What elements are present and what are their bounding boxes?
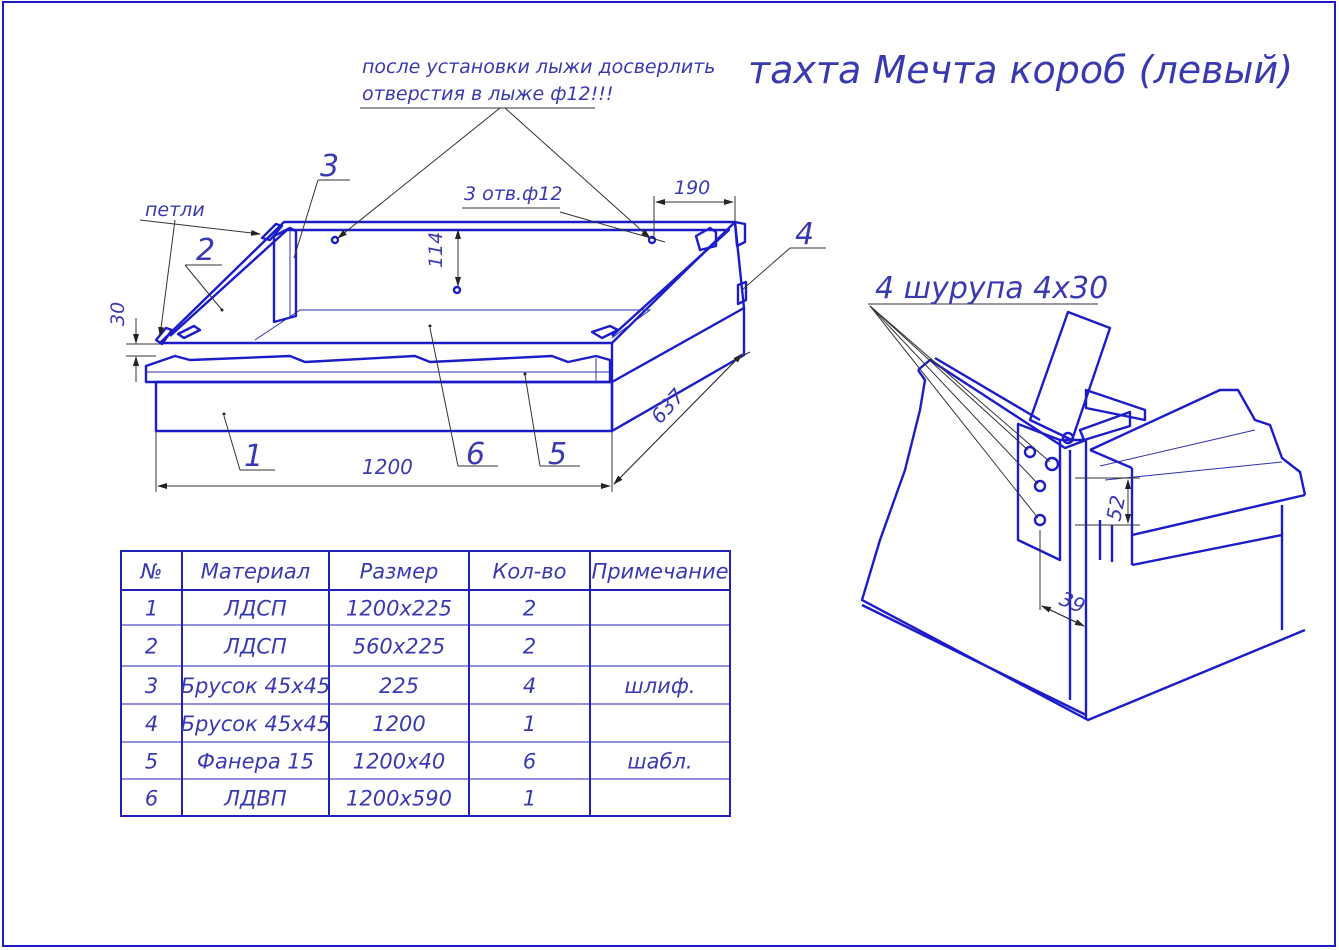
right-side-board bbox=[610, 306, 746, 433]
table-cell: 1 bbox=[523, 787, 536, 811]
dim-190: 190 bbox=[674, 177, 710, 199]
table-header-cell: № bbox=[140, 560, 163, 584]
table-cell: 560х225 bbox=[353, 635, 446, 659]
side-block-top bbox=[733, 220, 747, 248]
table-cell: ЛДСП bbox=[223, 635, 287, 659]
box-inner-rim bbox=[169, 228, 731, 337]
corner-post-back bbox=[272, 226, 298, 324]
table-cell: шабл. bbox=[627, 750, 692, 774]
table-border bbox=[120, 550, 731, 817]
dim-1200: 1200 bbox=[362, 455, 413, 479]
table-cell: 1200х40 bbox=[353, 750, 446, 774]
table-cell: ЛДСП bbox=[223, 597, 287, 621]
callout-6: 6 bbox=[466, 437, 485, 472]
table-cell: 1 bbox=[523, 712, 536, 736]
screw-4 bbox=[1033, 513, 1047, 527]
callout-5: 5 bbox=[548, 437, 567, 472]
table-cell: шлиф. bbox=[625, 674, 696, 698]
table-cell: 2 bbox=[523, 635, 536, 659]
dim-52: 52 bbox=[1101, 493, 1130, 523]
detail-slat-profile bbox=[1089, 388, 1307, 496]
table-cell: 4 bbox=[145, 712, 158, 736]
box-floor-edge bbox=[254, 309, 652, 341]
table-header-cell: Кол-во bbox=[493, 560, 567, 584]
table-cell: 6 bbox=[145, 787, 158, 811]
table-cell: Фанера 15 bbox=[197, 750, 314, 774]
slat-rail bbox=[144, 354, 612, 384]
corner-post-front-right bbox=[590, 324, 620, 340]
box-top-rim bbox=[159, 220, 737, 344]
table-cell: 4 bbox=[523, 674, 536, 698]
table-header-cell: Примечание bbox=[591, 560, 728, 584]
hole-2 bbox=[452, 285, 462, 295]
drill-note-line1: после установки лыжи досверлить bbox=[362, 56, 715, 78]
table-cell: 225 bbox=[379, 674, 419, 698]
hinges-label: петли bbox=[145, 199, 205, 221]
front-board bbox=[154, 380, 614, 433]
callout-1: 1 bbox=[244, 439, 263, 474]
callout-4: 4 bbox=[795, 217, 814, 252]
table-header-cell: Материал bbox=[201, 560, 310, 584]
detail-hinge-plate bbox=[1016, 422, 1062, 562]
screw-3 bbox=[1033, 479, 1047, 493]
dim-39: 39 bbox=[1056, 586, 1089, 618]
corner-detail-view: 4 шурупа 4х30 52 39 bbox=[860, 271, 1307, 722]
drill-note-line2: отверстия в лыже ф12!!! bbox=[362, 83, 613, 105]
table-cell: 3 bbox=[145, 674, 158, 698]
table-cell: Брусок 45х45 bbox=[181, 712, 331, 736]
hinge-front bbox=[154, 326, 174, 346]
box-assembly-view: после установки лыжи досверлить отверсти… bbox=[107, 56, 826, 492]
table-cell: Брусок 45х45 bbox=[181, 674, 331, 698]
side-block-mid bbox=[736, 280, 748, 306]
hole-3 bbox=[647, 235, 657, 245]
hole-1 bbox=[330, 235, 340, 245]
table-cell: 1200х590 bbox=[346, 787, 452, 811]
corner-post-right bbox=[694, 226, 718, 252]
corner-post-front-left bbox=[176, 324, 202, 340]
holes-label: 3 отв.ф12 bbox=[464, 183, 562, 205]
detail-carcass-outline bbox=[860, 369, 1306, 722]
table-cell: 2 bbox=[523, 597, 536, 621]
callout-3: 3 bbox=[320, 149, 339, 184]
drawing-title: тахта Мечта короб (левый) bbox=[748, 48, 1293, 92]
hinge-back bbox=[260, 222, 284, 242]
table-cell: ЛДВП bbox=[223, 787, 287, 811]
table-cell: 1200х225 bbox=[346, 597, 452, 621]
table-cell: 6 bbox=[523, 750, 536, 774]
table-cell: 5 bbox=[145, 750, 158, 774]
table-cell: 1200 bbox=[372, 712, 425, 736]
table-cell: 2 bbox=[145, 635, 158, 659]
screw-2 bbox=[1044, 456, 1060, 472]
table-cell: 1 bbox=[145, 597, 158, 621]
callout-2: 2 bbox=[196, 233, 215, 268]
screw-1 bbox=[1023, 445, 1037, 459]
detail-lid-board bbox=[1028, 310, 1112, 442]
screws-label: 4 шурупа 4х30 bbox=[875, 271, 1108, 306]
table-header-cell: Размер bbox=[360, 560, 439, 584]
dim-30: 30 bbox=[107, 302, 129, 326]
dim-114: 114 bbox=[425, 232, 447, 268]
